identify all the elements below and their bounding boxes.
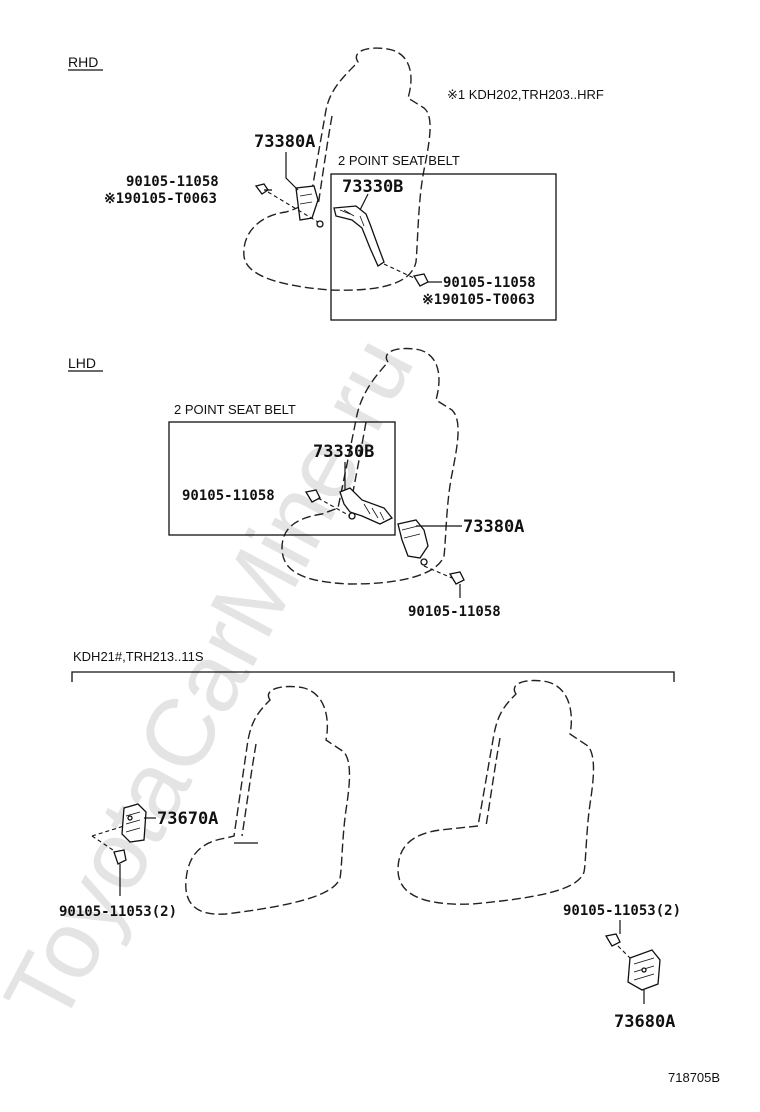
- rhd-box-title: 2 POINT SEAT BELT: [338, 153, 460, 168]
- rhd-box-bolt-dash: [383, 263, 415, 279]
- rhd-box-bolt-alt-label: ※190105-T0063: [422, 292, 535, 308]
- kdh21-right-dash: [617, 945, 635, 963]
- kdh21-right-seat-outline: [397, 679, 595, 905]
- rhd-section: RHD ※1 KDH202,TRH203..HRF 73380A 90105-1…: [68, 47, 604, 321]
- lhd-two-point-box: [168, 421, 396, 536]
- rhd-label-73330b: 73330B: [342, 177, 403, 197]
- lhd-section: LHD 2 POINT SEAT BELT 73330B 90105-11058…: [68, 347, 524, 620]
- kdh21-bracket-line: [71, 671, 675, 682]
- rhd-box-bolt-std-label: 90105-11058: [443, 275, 536, 291]
- kdh21-heading: KDH21#,TRH213..11S: [73, 649, 204, 664]
- lhd-box-title: 2 POINT SEAT BELT: [174, 402, 296, 417]
- lhd-belt-73330b: [339, 487, 394, 525]
- rhd-bolt-dash: [267, 191, 319, 223]
- rhd-heading: RHD: [68, 54, 98, 70]
- lhd-bottom-bolt-dash: [423, 565, 453, 579]
- kdh21-left-dash: [91, 825, 125, 853]
- kdh21-section: KDH21#,TRH213..11S 73670A 90105-11053(2)…: [59, 649, 681, 1032]
- lhd-buckle-73380a: [397, 519, 429, 566]
- lhd-box-bolt-label: 90105-11058: [182, 488, 275, 504]
- rhd-bolt-std-label: 90105-11058: [126, 174, 219, 190]
- kdh21-right-bolt-label: 90105-11053(2): [563, 903, 681, 919]
- rhd-seat-outline: [243, 47, 431, 291]
- kdh21-left-bolt-label: 90105-11053(2): [59, 904, 177, 920]
- kdh21-right-bolt: [604, 933, 621, 947]
- rhd-label-73380a: 73380A: [254, 132, 315, 152]
- kdh21-bracket-73680a: [627, 949, 661, 991]
- rhd-box-bolt: [412, 273, 429, 287]
- lhd-bottom-bolt-label: 90105-11058: [408, 604, 501, 620]
- lhd-label-73330b: 73330B: [313, 442, 374, 462]
- kdh21-label-73680a: 73680A: [614, 1012, 675, 1032]
- diagram-id: 718705B: [668, 1070, 720, 1085]
- rhd-two-point-box: [330, 173, 557, 321]
- lhd-bottom-bolt: [448, 571, 465, 585]
- rhd-bolt-left: [254, 183, 272, 195]
- kdh21-bracket-73670a: [121, 803, 147, 843]
- kdh21-label-73670a: 73670A: [157, 809, 218, 829]
- kdh21-left-bolt: [113, 849, 127, 865]
- lhd-box-bolt-dash: [317, 497, 351, 517]
- lhd-label-73380a: 73380A: [463, 517, 524, 537]
- kdh21-left-seat-outline: [185, 685, 351, 915]
- lhd-box-bolt: [304, 489, 321, 503]
- rhd-belt-73330b: [333, 193, 385, 267]
- rhd-leader-73380a: [285, 152, 299, 191]
- watermark: ToyotaCarMine.ru: [0, 321, 434, 1040]
- rhd-buckle-73380a: [295, 185, 324, 228]
- rhd-model-note: ※1 KDH202,TRH203..HRF: [447, 87, 604, 102]
- rhd-bolt-alt-label: ※190105-T0063: [104, 191, 217, 207]
- lhd-heading: LHD: [68, 355, 96, 371]
